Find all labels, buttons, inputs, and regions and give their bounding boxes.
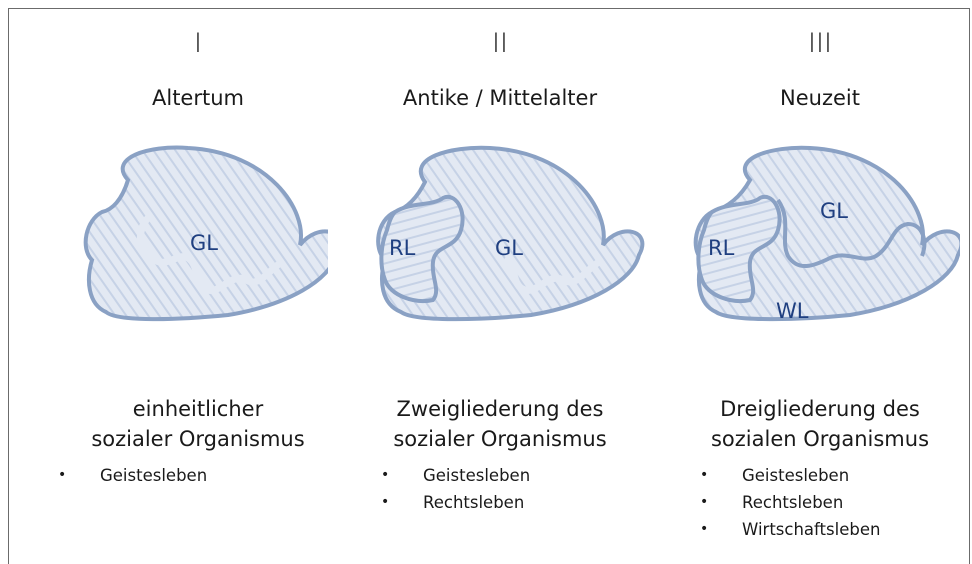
stage-column-1: I Altertum GL einheitlicher sozialer Org…: [68, 0, 328, 564]
spheres-list: Geistesleben Rechtsleben Wirtschaftslebe…: [696, 462, 880, 543]
label-wl: WL: [776, 299, 809, 323]
stage-column-3: III Neuzeit RL GL WL Dreigliederung des …: [680, 0, 960, 564]
label-gl: GL: [820, 199, 848, 223]
label-gl: GL: [190, 231, 218, 255]
description-line-2: sozialer Organismus: [355, 424, 645, 454]
description-line-1: Dreigliederung des: [680, 394, 960, 424]
list-item: Geistesleben: [696, 462, 880, 489]
spheres-list: Geistesleben Rechtsleben: [377, 462, 530, 516]
list-item: Geistesleben: [377, 462, 530, 489]
label-rl: RL: [708, 236, 735, 260]
stage-era: Antike / Mittelalter: [355, 86, 645, 110]
organism-shape: RL GL: [355, 140, 645, 355]
stage-era: Altertum: [68, 86, 328, 110]
stage-description: Zweigliederung des sozialer Organismus: [355, 394, 645, 454]
stage-numeral: II: [355, 28, 645, 59]
description-line-2: sozialer Organismus: [68, 424, 328, 454]
description-line-1: einheitlicher: [68, 394, 328, 424]
stage-numeral: III: [680, 28, 960, 59]
stage-description: einheitlicher sozialer Organismus: [68, 394, 328, 454]
list-item: Geistesleben: [54, 462, 207, 489]
label-gl: GL: [495, 236, 523, 260]
list-item: Rechtsleben: [377, 489, 530, 516]
list-item: Rechtsleben: [696, 489, 880, 516]
stage-numeral: I: [68, 28, 328, 59]
label-rl: RL: [389, 236, 416, 260]
description-line-2: sozialen Organismus: [680, 424, 960, 454]
organism-shape: RL GL WL: [680, 140, 960, 355]
stage-era: Neuzeit: [680, 86, 960, 110]
spheres-list: Geistesleben: [54, 462, 207, 489]
stage-column-2: II Antike / Mittelalter RL GL Zweigliede…: [355, 0, 645, 564]
stage-description: Dreigliederung des sozialen Organismus: [680, 394, 960, 454]
description-line-1: Zweigliederung des: [355, 394, 645, 424]
list-item: Wirtschaftsleben: [696, 516, 880, 543]
organism-shape: GL: [68, 140, 328, 355]
